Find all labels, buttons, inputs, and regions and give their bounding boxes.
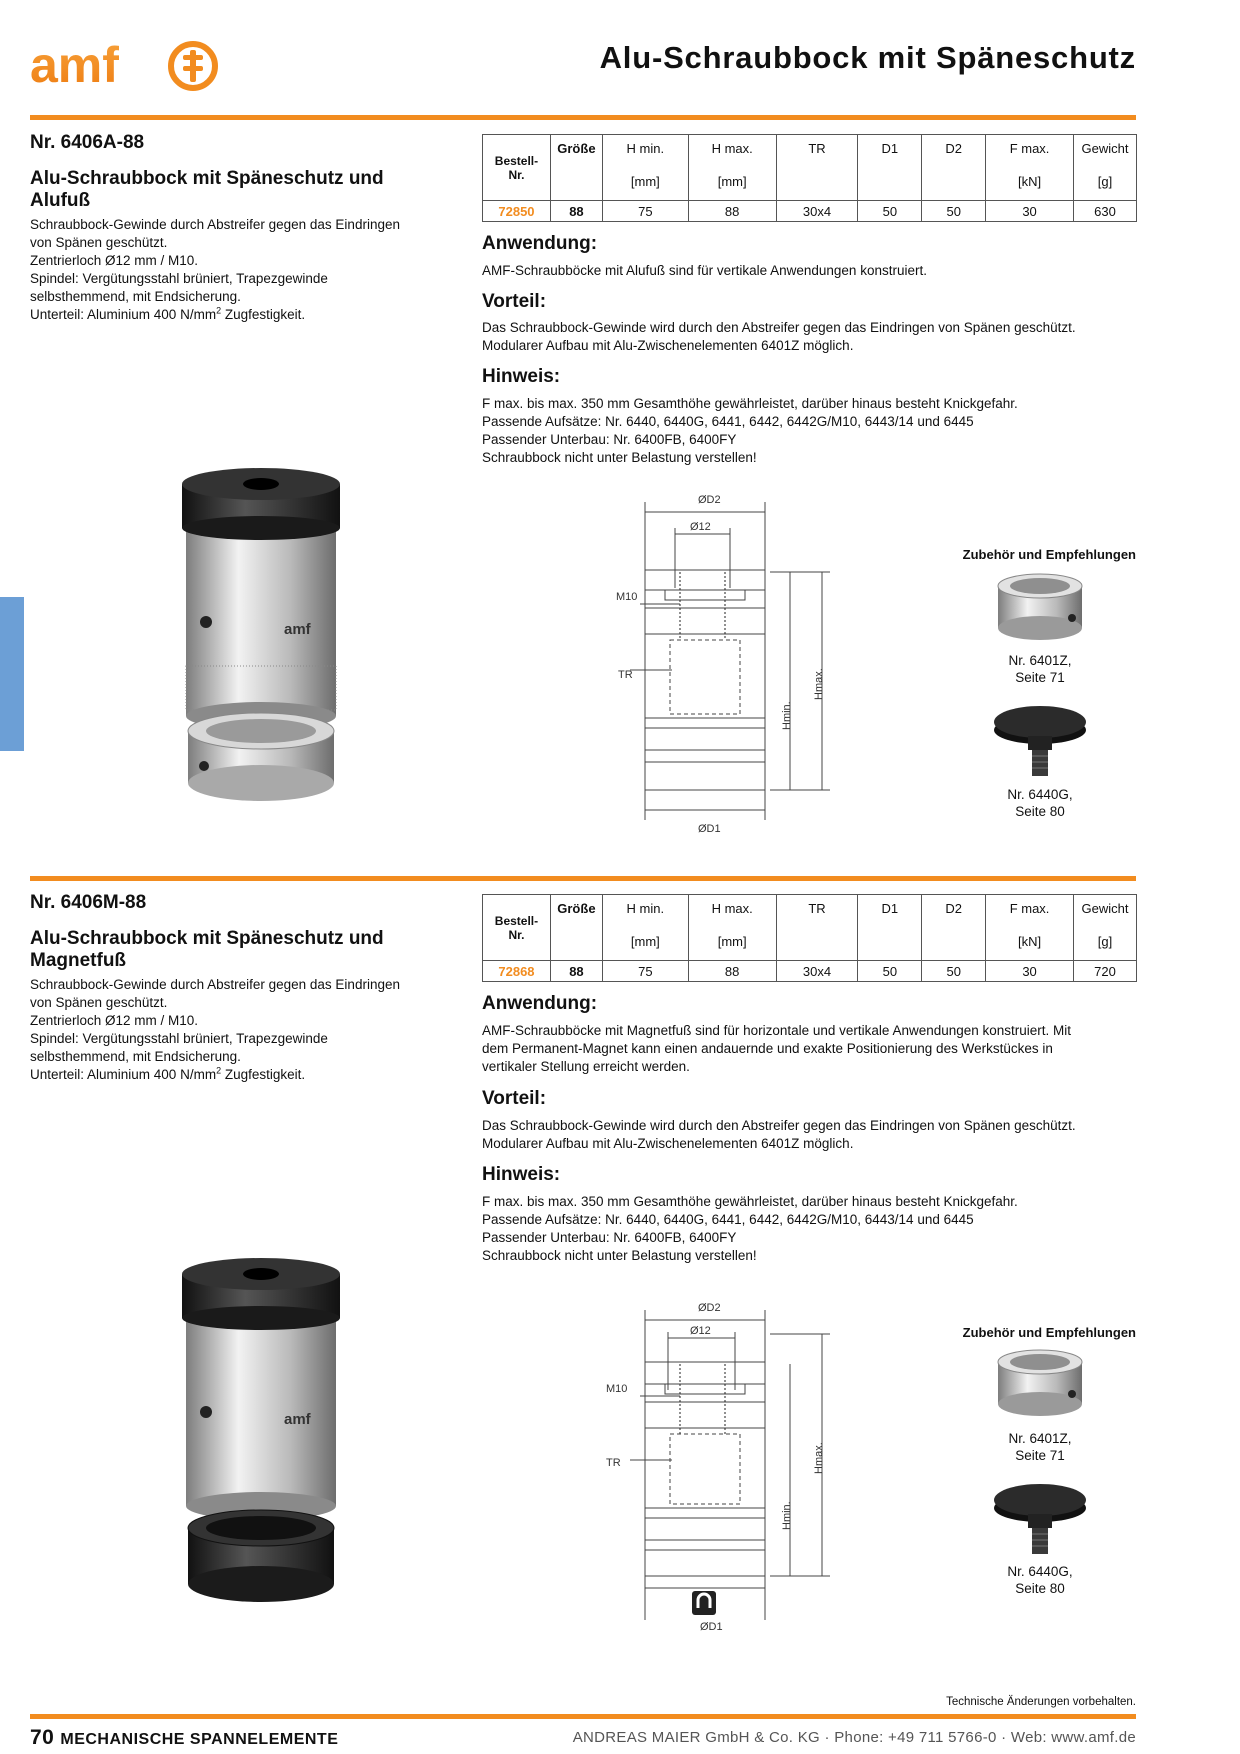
section1-nr: Nr. 6406A-88 xyxy=(30,132,145,153)
table-row: 72868 88 75 88 30x4 50 50 30 720 xyxy=(482,960,1138,982)
footer-rule xyxy=(30,1714,1136,1719)
section1-spec-table: Bestell-Nr. Größe H min.[mm] H max.[mm] … xyxy=(482,134,1138,222)
footer-company: ANDREAS MAIER GmbH & Co. KG · Phone: +49… xyxy=(572,1729,1136,1746)
chapter-tab xyxy=(0,597,24,751)
section1-title: Alu-Schraubbock mit Späneschutz und Aluf… xyxy=(30,168,384,211)
svg-text:amf: amf xyxy=(30,37,119,93)
svg-text:Hmin.: Hmin. xyxy=(781,701,793,730)
section2-hinweis-text: F max. bis max. 350 mm Gesamthöhe gewähr… xyxy=(482,1194,1018,1263)
svg-text:amf: amf xyxy=(284,621,312,638)
section2-vorteil-heading: Vorteil: xyxy=(482,1088,547,1109)
svg-text:Hmax.: Hmax. xyxy=(813,1442,825,1474)
section1-accessory-6440g-label[interactable]: Nr. 6440G,Seite 80 xyxy=(1007,787,1073,819)
svg-text:Ø12: Ø12 xyxy=(690,521,711,533)
section1-hinweis-text: F max. bis max. 350 mm Gesamthöhe gewähr… xyxy=(482,396,1018,465)
svg-text:ØD2: ØD2 xyxy=(698,1302,721,1314)
section2-accessories-title: Zubehör und Empfehlungen xyxy=(962,1325,1136,1340)
section1-vorteil-text: Das Schraubbock-Gewinde wird durch den A… xyxy=(482,320,1076,353)
table-header-row: Bestell-Nr. Größe H min.[mm] H max.[mm] … xyxy=(482,134,1138,201)
section1-technical-drawing: ØD2 Ø12 M10 TR ØD1 Hmin. Hmax. xyxy=(616,494,830,835)
footnote: Technische Änderungen vorbehalten. xyxy=(946,1696,1136,1708)
amf-logo: amf xyxy=(30,37,218,93)
svg-text:Hmin.: Hmin. xyxy=(781,1501,793,1530)
svg-text:M10: M10 xyxy=(616,591,637,603)
svg-text:TR: TR xyxy=(606,1457,621,1469)
svg-text:ØD1: ØD1 xyxy=(700,1621,723,1633)
section2-spec-table: Bestell-Nr. Größe H min.[mm] H max.[mm] … xyxy=(482,894,1138,982)
section2-nr: Nr. 6406M-88 xyxy=(30,892,147,913)
section2-accessory-6401z-photo xyxy=(997,1349,1083,1416)
svg-text:ØD1: ØD1 xyxy=(698,823,721,835)
section1-vorteil-heading: Vorteil: xyxy=(482,291,547,312)
section2-accessory-6440g-label[interactable]: Nr. 6440G,Seite 80 xyxy=(1007,1564,1073,1596)
section2-technical-drawing: ØD2 Ø12 M10 TR ØD1 Hmin. Hmax. xyxy=(606,1302,830,1633)
section1-description: Schraubbock-Gewinde durch Abstreifer geg… xyxy=(30,217,400,322)
section2-accessory-6440g-photo xyxy=(994,1484,1086,1554)
svg-text:amf: amf xyxy=(284,1411,312,1428)
section2-title: Alu-Schraubbock mit Späneschutz und Magn… xyxy=(30,928,384,971)
svg-text:TR: TR xyxy=(618,669,633,681)
table-header-row: Bestell-Nr. Größe H min.[mm] H max.[mm] … xyxy=(482,894,1138,961)
page-number: 70 xyxy=(30,1726,55,1749)
table-row: 72850 88 75 88 30x4 50 50 30 630 xyxy=(482,200,1138,222)
section2-anwendung-heading: Anwendung: xyxy=(482,993,598,1014)
section1-accessory-6440g-photo xyxy=(994,706,1086,776)
section1-anwendung-heading: Anwendung: xyxy=(482,233,598,254)
svg-text:M10: M10 xyxy=(606,1383,627,1395)
section2-vorteil-text: Das Schraubbock-Gewinde wird durch den A… xyxy=(482,1118,1076,1151)
section2-rule xyxy=(30,876,1136,881)
section2-hinweis-heading: Hinweis: xyxy=(482,1164,561,1185)
section1-accessories-title: Zubehör und Empfehlungen xyxy=(962,547,1136,562)
svg-text:ØD2: ØD2 xyxy=(698,494,721,506)
section2-anwendung-text: AMF-Schraubböcke mit Magnetfuß sind für … xyxy=(482,1023,1072,1074)
page-title: Alu-Schraubbock mit Späneschutz xyxy=(599,40,1136,75)
svg-text:Hmax.: Hmax. xyxy=(813,668,825,700)
section1-accessory-6401z-label[interactable]: Nr. 6401Z,Seite 71 xyxy=(1008,653,1072,685)
section1-anwendung-text: AMF-Schraubböcke mit Alufuß sind für ver… xyxy=(482,263,927,278)
section2-accessory-6401z-label[interactable]: Nr. 6401Z,Seite 71 xyxy=(1008,1431,1072,1463)
section2-product-photo: amf xyxy=(182,1258,340,1602)
section1-accessory-6401z-photo xyxy=(997,573,1083,640)
svg-text:Ø12: Ø12 xyxy=(690,1325,711,1337)
section1-product-photo: amf xyxy=(182,468,340,801)
section2-description: Schraubbock-Gewinde durch Abstreifer geg… xyxy=(30,977,400,1082)
header-rule xyxy=(30,115,1136,120)
section1-hinweis-heading: Hinweis: xyxy=(482,366,561,387)
